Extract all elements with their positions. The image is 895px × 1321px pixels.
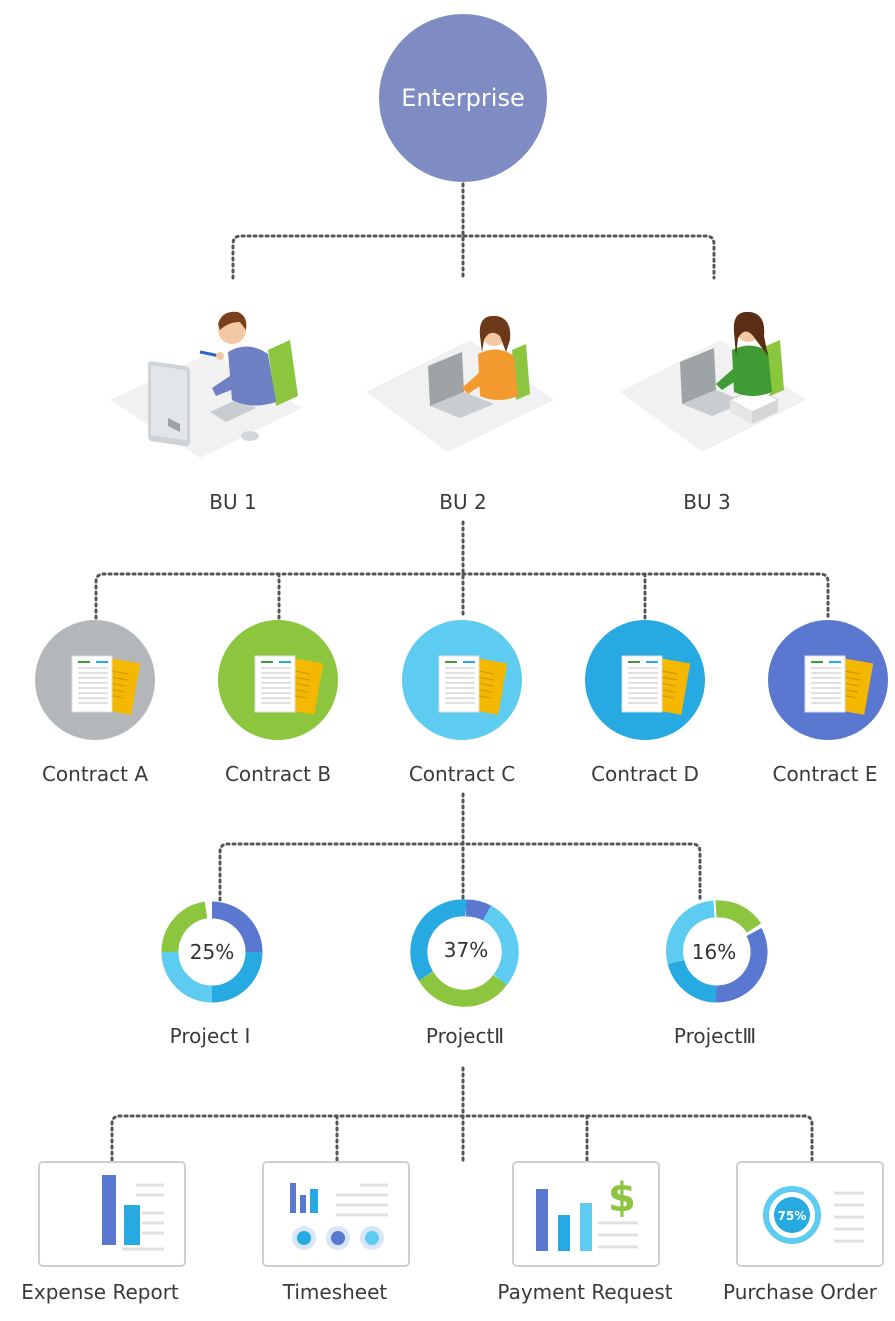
- connector-doc-bar: [110, 1114, 814, 1162]
- purchase-order-badge: 75%: [778, 1209, 807, 1223]
- project-1-donut[interactable]: [161, 901, 263, 1003]
- project-3-percent: 16%: [691, 940, 737, 964]
- doc-label-timesheet[interactable]: Timesheet: [282, 1280, 388, 1304]
- contract-label-b[interactable]: Contract B: [224, 762, 332, 786]
- connector-bu-bar: [231, 234, 716, 280]
- timesheet-chart-icon: [290, 1183, 388, 1250]
- contract-d-icon[interactable]: [585, 620, 705, 740]
- bu-label-1[interactable]: BU 1: [209, 490, 257, 514]
- bar-chart-document-icon: [102, 1175, 164, 1251]
- contract-label-e[interactable]: Contract E: [772, 762, 878, 786]
- doc-label-purchase-order[interactable]: Purchase Order: [722, 1280, 877, 1304]
- expense-report-card[interactable]: [38, 1161, 186, 1267]
- doc-label-payment-request[interactable]: Payment Request: [497, 1280, 673, 1304]
- purchase-order-card[interactable]: 75%: [736, 1161, 884, 1267]
- project-label-1[interactable]: Project I: [169, 1024, 251, 1048]
- dollar-bar-chart-icon: $: [536, 1175, 638, 1251]
- project-3-donut[interactable]: [666, 900, 768, 1003]
- connector-contract-bar: [94, 572, 830, 620]
- person-at-laptop-icon: [366, 315, 554, 452]
- project-2-donut[interactable]: [410, 899, 519, 1007]
- svg-text:$: $: [608, 1175, 636, 1221]
- progress-ring-icon: 75%: [763, 1186, 864, 1244]
- bu-label-3[interactable]: BU 3: [683, 490, 731, 514]
- contract-label-a[interactable]: Contract A: [41, 762, 149, 786]
- bu-label-2[interactable]: BU 2: [439, 490, 487, 514]
- enterprise-label: Enterprise: [401, 84, 525, 112]
- project-1-percent: 25%: [189, 940, 235, 964]
- project-label-2[interactable]: ProjectⅡ: [425, 1024, 505, 1048]
- person-at-desktop-icon: [110, 311, 302, 458]
- contract-label-d[interactable]: Contract D: [591, 762, 699, 786]
- payment-request-card[interactable]: $: [512, 1161, 660, 1267]
- contract-b-icon[interactable]: [218, 620, 338, 740]
- project-2-percent: 37%: [443, 938, 489, 962]
- timesheet-card[interactable]: [262, 1161, 410, 1267]
- contract-label-c[interactable]: Contract C: [408, 762, 516, 786]
- contract-c-icon[interactable]: [402, 620, 522, 740]
- person-at-laptop-with-printer-icon: [620, 311, 806, 452]
- enterprise-node[interactable]: Enterprise: [379, 14, 547, 182]
- contract-e-icon[interactable]: [768, 620, 888, 740]
- project-label-3[interactable]: ProjectⅢ: [673, 1024, 757, 1048]
- doc-label-expense-report[interactable]: Expense Report: [21, 1280, 179, 1304]
- connector-project-bar: [218, 842, 702, 902]
- contract-a-icon[interactable]: [35, 620, 155, 740]
